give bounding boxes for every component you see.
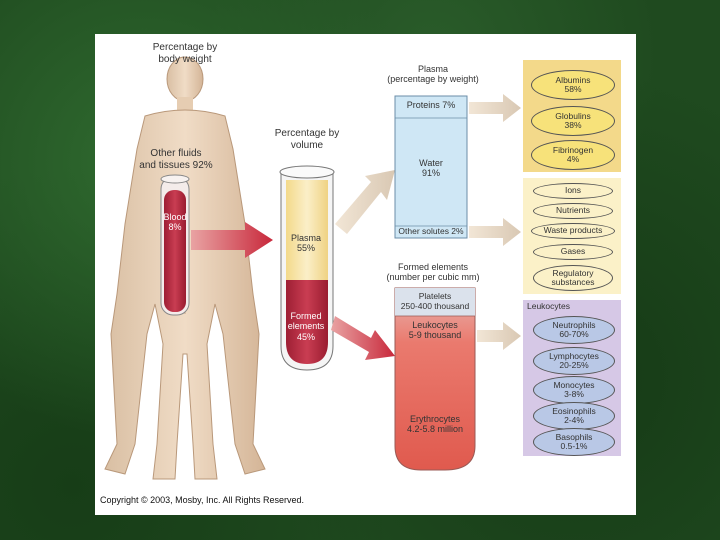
ions-oval: Ions	[533, 183, 613, 199]
waste-products-oval: Waste products	[531, 223, 615, 239]
formed-elements-box	[394, 287, 476, 471]
arrow-solutes	[469, 218, 521, 246]
large-blood-tube	[279, 165, 335, 371]
arrow-proteins	[469, 94, 521, 122]
copyright-notice: Copyright © 2003, Mosby, Inc. All Rights…	[100, 495, 305, 505]
plasma-composition-box	[394, 95, 468, 239]
arrow-tube-to-formed	[331, 316, 395, 360]
gases-oval: Gases	[533, 244, 613, 260]
other-solutes-label: Other solutes 2%	[398, 226, 464, 236]
leukocytes-panel-title: Leukocytes	[527, 301, 570, 311]
arrow-tube-to-plasma	[335, 170, 395, 234]
arrow-leukocytes	[477, 322, 521, 350]
formed-box-title: Formed elements(number per cubic mm)	[386, 262, 480, 283]
plasma-box-title: Plasma(percentage by weight)	[387, 64, 479, 85]
arrow-body-to-tube	[191, 222, 273, 258]
nutrients-oval: Nutrients	[533, 203, 613, 219]
proteins-label: Proteins 7%	[406, 100, 456, 110]
blood-tube-small	[160, 174, 190, 316]
